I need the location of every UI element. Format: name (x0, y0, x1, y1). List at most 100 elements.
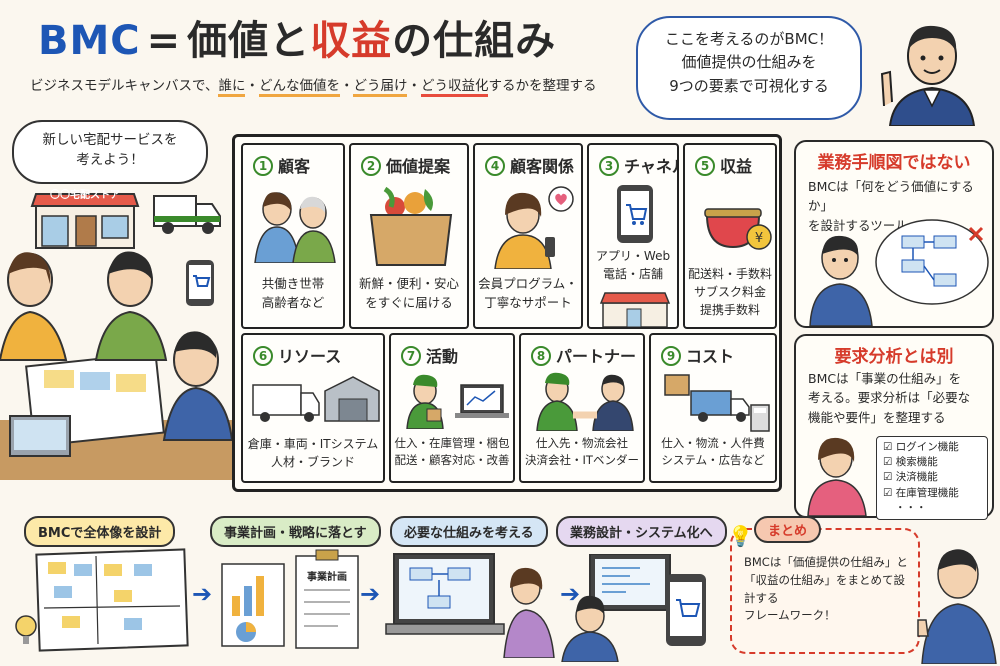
summary-line1: BMCは「価値提供の仕組み」と (744, 555, 908, 569)
support-woman-icon (489, 185, 575, 269)
cell-desc-2: 丁寧なサポート (484, 294, 572, 310)
left-bubble-line2: 考えよう！ (76, 152, 144, 169)
flow-step-3: 必要な仕組みを考える (390, 516, 548, 547)
store-illustration (30, 180, 140, 250)
subtitle-who: 誰に (218, 78, 246, 97)
cell-number: 5 (695, 156, 715, 176)
cell-number: 2 (361, 156, 381, 176)
truck-calculator-icon (661, 371, 771, 433)
cell-desc-1: アプリ・Web (595, 249, 671, 263)
business-plan-icon (218, 548, 368, 658)
subtitle-pre: ビジネスモデルキャンバスで、 (30, 78, 219, 94)
cell-title: 活動 (426, 347, 459, 366)
lightbulb-icon: 💡 (728, 524, 753, 548)
flow-arrow-icon: ➔ (560, 580, 581, 608)
cell-number: 4 (485, 156, 505, 176)
flow-arrow-icon: ➔ (360, 580, 381, 608)
note-not-process-map: 業務手順図ではない BMCは「何をどう価値にするか」 を設計するツール (794, 140, 994, 328)
cell-desc-2: 電話・店舗 (602, 267, 663, 281)
cell-number: 1 (253, 156, 273, 176)
title-part3: 収益 (310, 18, 393, 64)
subtitle-sep3: ・ (407, 78, 421, 94)
cell-desc-1: 仕入・在庫管理・梱包 (394, 436, 510, 450)
subtitle-sep2: ・ (339, 78, 354, 94)
plan-doc-label: 事業計画 (307, 572, 347, 583)
cell-number: 6 (253, 346, 273, 366)
side2-text2: 考える。要求分析は「必要な (808, 390, 971, 406)
cell-title: コスト (686, 347, 735, 366)
cell-value-proposition: 2 価値提案 新鮮・便利・安心をすぐに届ける (349, 143, 469, 329)
flow-step-1: BMCで全体像を設計 (24, 516, 176, 547)
canvas-sheet-icon (14, 546, 190, 656)
bubble-line1: ここを考えるのがBMC！ (664, 30, 834, 48)
summary-heading: まとめ (754, 516, 822, 543)
developer-system-icon (560, 554, 712, 662)
subtitle-post: するかを整理する (488, 78, 597, 94)
page-title: BMC=価値と収益の仕組み (38, 8, 556, 66)
summary-line3: フレームワーク！ (744, 608, 836, 623)
cell-number: 8 (531, 346, 551, 366)
subtitle-sep1: ・ (245, 78, 259, 94)
title-equals: = (146, 18, 182, 64)
side1-text2: を設計するツール (808, 217, 908, 233)
flow-arrow-icon: ➔ (192, 580, 213, 608)
worker-laptop-icon (401, 371, 509, 429)
delivery-van-icon (150, 186, 222, 238)
bubble-line3: 9つの要素で可視化する (669, 76, 829, 95)
family-icon (253, 187, 337, 263)
cell-number: 9 (661, 346, 681, 366)
phone-cart-icon (615, 183, 655, 245)
cell-desc-1: 倉庫・車両・ITシステム (247, 437, 379, 451)
side2-heading: 要求分析とは別 (834, 347, 954, 367)
cell-desc-1: 新鮮・便利・安心 (358, 276, 459, 291)
flow-step-2: 事業計画・戦略に落とす (210, 516, 381, 547)
woman-checklist-icon (804, 432, 874, 516)
cell-number: 7 (401, 346, 421, 366)
cell-desc-2: 決済会社・ITベンダー (525, 453, 639, 468)
coin-purse-icon: ¥ (701, 185, 773, 255)
page-subtitle: ビジネスモデルキャンバスで、誰に・どんな価値を・どう届け・どう収益化するかを整理… (30, 74, 597, 97)
cell-partners: 8 パートナー 仕入先・物流会社決済会社・ITベンダー (519, 333, 645, 483)
flow-step-4: 業務設計・システム化へ (556, 516, 727, 547)
cell-title: パートナー (556, 347, 637, 366)
cell-desc-2: 高齢者など (261, 294, 325, 310)
cell-desc-1: 仕入先・物流会社 (536, 436, 628, 450)
cell-desc-2: をすぐに届ける (365, 294, 453, 310)
checklist-ellipsis: ・・・ (895, 501, 927, 514)
cell-desc-2: サブスク料金 (693, 285, 766, 299)
cell-desc-3: 提携手数料 (699, 303, 760, 317)
subtitle-how: どう届け (353, 78, 408, 97)
checklist-item: ☑ ログイン機能 (883, 441, 959, 453)
design-laptop-icon (384, 548, 560, 658)
side2-text3: 機能や要件」を整理する (808, 409, 946, 425)
speech-bubble-idea: 新しい宅配サービスを 考えよう！ (12, 120, 208, 184)
checklist-item: ☑ 検索機能 (883, 456, 938, 469)
shop-icon (599, 291, 671, 327)
speech-bubble-bmc: ここを考えるのがBMC！ 価値提供の仕組みを 9つの要素で可視化する (636, 16, 862, 120)
feature-checklist: ☑ ログイン機能 ☑ 検索機能 ☑ 決済機能 ☑ 在庫管理機能 ・・・ (876, 436, 988, 521)
cell-desc-1: 共働き世帯 (261, 276, 325, 291)
cell-desc-1: 仕入・物流・人件費 (661, 436, 765, 450)
title-part2: と (269, 18, 311, 64)
bubble-line2: 価値提供の仕組みを (681, 53, 817, 72)
checklist-item: ☑ 在庫管理機能 (883, 486, 959, 499)
summary-box: まとめ BMCは「価値提供の仕組み」と 「収益の仕組み」をまとめて設計する フレ… (730, 516, 920, 654)
svg-text:¥: ¥ (755, 231, 763, 246)
subtitle-rev: どう収益化 (420, 78, 489, 97)
cell-title: リソース (278, 347, 342, 366)
smartphone-cart-icon (184, 258, 216, 308)
thumbs-up-man-illustration (916, 540, 998, 664)
cell-title: 価値提案 (386, 157, 451, 176)
cell-number: 3 (599, 156, 619, 176)
cell-desc-1: 会員プログラム・ (478, 276, 578, 291)
presenter-illustration (870, 14, 994, 126)
title-part1: 価値 (187, 18, 270, 64)
checklist-item: ☑ 決済機能 (883, 471, 938, 484)
